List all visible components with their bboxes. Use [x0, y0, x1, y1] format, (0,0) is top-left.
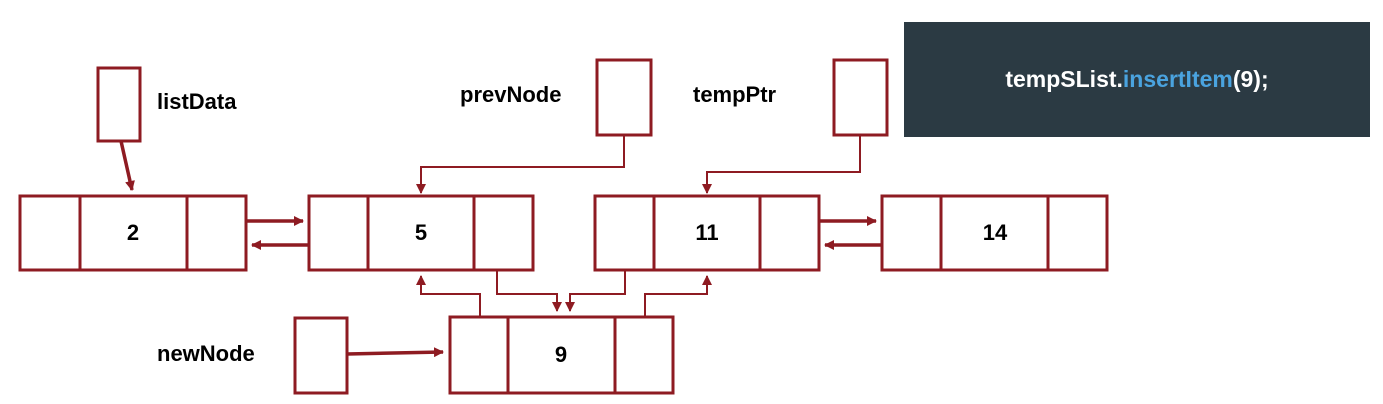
node-14-value: 14	[983, 220, 1008, 245]
prevNode-pointer-box	[595, 58, 653, 137]
code-method: insertItem	[1122, 66, 1233, 92]
newNode-arrow	[346, 347, 444, 358]
node-2: 2	[18, 194, 248, 272]
tempPtr-arrow	[702, 135, 861, 194]
code-panel: tempSList.insertItem(9);	[904, 22, 1370, 137]
node-14: 14	[880, 194, 1109, 272]
tempPtr-pointer-box	[832, 58, 889, 137]
prevNode-label: prevNode	[460, 82, 561, 107]
newNode-pointer-box	[293, 316, 349, 395]
node-9-value: 9	[555, 342, 567, 367]
code-args: (9);	[1232, 66, 1269, 92]
prevNode-arrow	[416, 135, 625, 194]
code-dot: .	[1116, 66, 1123, 92]
listData-pointer-box	[96, 66, 142, 143]
link-11-to-9	[565, 270, 626, 312]
link-9-to-11	[644, 275, 712, 317]
node-11-value: 11	[695, 220, 718, 245]
link-5-to-9	[496, 270, 562, 312]
tempPtr-label: tempPtr	[693, 82, 777, 107]
link-9-to-5	[416, 275, 481, 317]
node-2-value: 2	[127, 220, 139, 245]
listData-arrow	[119, 140, 135, 191]
newNode-label: newNode	[157, 341, 255, 366]
node-11: 11	[593, 194, 821, 272]
code-object: tempSList	[1005, 66, 1117, 92]
node-5-value: 5	[415, 220, 427, 245]
node-9: 9	[448, 315, 675, 395]
listData-label: listData	[157, 89, 237, 114]
node-5: 5	[307, 194, 535, 272]
